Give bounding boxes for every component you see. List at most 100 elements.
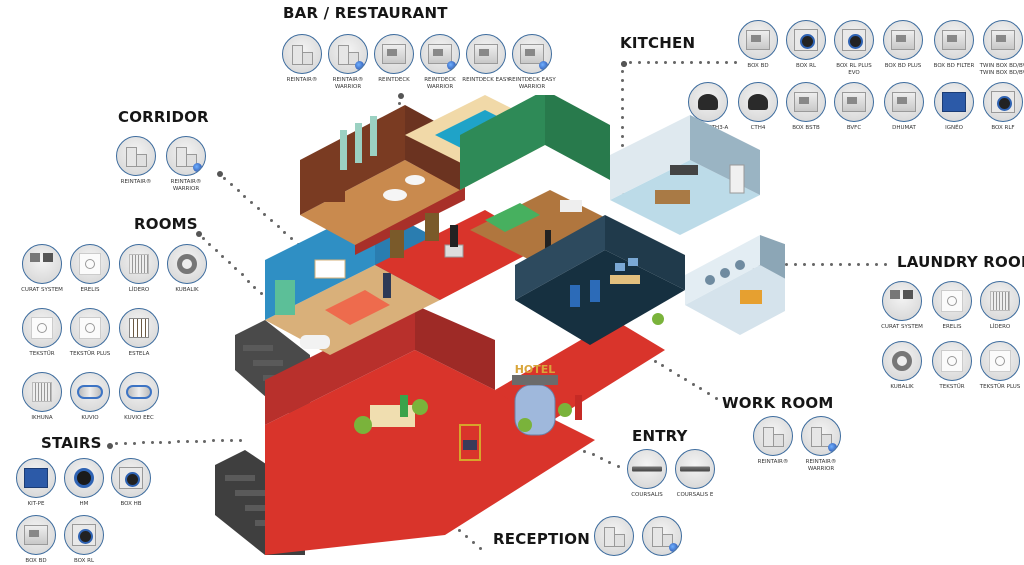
product-item[interactable]: KUVIO EEC: [115, 372, 163, 422]
product-thumbnail[interactable]: [932, 341, 972, 381]
connector-dot: [238, 438, 242, 442]
product-thumbnail[interactable]: [934, 82, 974, 122]
product-item[interactable]: BOX RLF: [979, 82, 1024, 132]
product-item[interactable]: ERELIS: [66, 244, 114, 294]
product-thumbnail[interactable]: [675, 449, 715, 489]
product-thumbnail[interactable]: [22, 308, 62, 348]
product-thumbnail[interactable]: [934, 20, 974, 60]
product-label: TEKSTÜR: [939, 384, 965, 390]
product-item[interactable]: COURSALIS: [623, 449, 671, 499]
product-item[interactable]: [590, 516, 638, 559]
product-thumbnail[interactable]: [688, 82, 728, 122]
product-thumbnail[interactable]: [70, 372, 110, 412]
product-thumbnail[interactable]: [753, 416, 793, 456]
product-thumbnail[interactable]: [627, 449, 667, 489]
product-item[interactable]: ESTELA: [115, 308, 163, 358]
product-item[interactable]: TEKSTÜR: [928, 341, 976, 391]
product-item[interactable]: BOX RL PLUS EVO: [830, 20, 878, 76]
product-thumbnail[interactable]: [420, 34, 460, 74]
product-item[interactable]: IKHUNA: [18, 372, 66, 422]
product-thumbnail[interactable]: [16, 515, 56, 555]
product-item[interactable]: BOX HB: [107, 458, 155, 508]
product-item[interactable]: BOX BD FILTER: [930, 20, 978, 70]
product-item[interactable]: HM: [60, 458, 108, 508]
product-thumbnail[interactable]: [834, 20, 874, 60]
product-item[interactable]: TEKSTÜR PLUS: [976, 341, 1024, 391]
product-thumbnail[interactable]: [64, 515, 104, 555]
product-item[interactable]: LÍDERO: [976, 281, 1024, 331]
product-item[interactable]: TEKSTÜR: [18, 308, 66, 358]
product-thumbnail[interactable]: [884, 82, 924, 122]
product-item[interactable]: [638, 516, 686, 559]
product-item[interactable]: REINTAIR® WARRIOR: [324, 34, 372, 90]
product-thumbnail[interactable]: [70, 308, 110, 348]
entry-title: ENTRY: [632, 427, 688, 445]
product-thumbnail[interactable]: [119, 372, 159, 412]
product-thumbnail[interactable]: [466, 34, 506, 74]
product-thumbnail[interactable]: [166, 136, 206, 176]
product-item[interactable]: CURAT SYSTEM: [878, 281, 926, 331]
product-thumbnail[interactable]: [167, 244, 207, 284]
product-item[interactable]: LÍDERO: [115, 244, 163, 294]
product-item[interactable]: REINTDECK WARRIOR: [416, 34, 464, 90]
product-thumbnail[interactable]: [116, 136, 156, 176]
product-thumbnail[interactable]: [980, 341, 1020, 381]
product-item[interactable]: BOX BD: [12, 515, 60, 565]
product-item[interactable]: COURSALIS E: [671, 449, 719, 499]
product-thumbnail[interactable]: [883, 20, 923, 60]
product-item[interactable]: REINTAIR®: [749, 416, 797, 466]
product-thumbnail[interactable]: [983, 20, 1023, 60]
product-item[interactable]: ERELIS: [928, 281, 976, 331]
product-thumbnail[interactable]: [282, 34, 322, 74]
product-item[interactable]: KUBALIK: [878, 341, 926, 391]
product-thumbnail[interactable]: [594, 516, 634, 556]
product-item[interactable]: BOX BSTB: [782, 82, 830, 132]
product-thumbnail[interactable]: [16, 458, 56, 498]
product-thumbnail[interactable]: [932, 281, 972, 321]
product-item[interactable]: KIT-PE: [12, 458, 60, 508]
product-item[interactable]: BOX RL: [782, 20, 830, 70]
product-thumbnail[interactable]: [512, 34, 552, 74]
product-item[interactable]: BOX RL: [60, 515, 108, 565]
product-thumbnail[interactable]: [70, 244, 110, 284]
product-thumbnail[interactable]: [980, 281, 1020, 321]
product-item[interactable]: BOX BD PLUS: [879, 20, 927, 70]
product-item[interactable]: BOX BD: [734, 20, 782, 70]
product-thumbnail[interactable]: [882, 281, 922, 321]
product-item[interactable]: REINTAIR®: [278, 34, 326, 84]
product-thumbnail[interactable]: [983, 82, 1023, 122]
product-thumbnail[interactable]: [328, 34, 368, 74]
product-thumbnail[interactable]: [801, 416, 841, 456]
product-thumbnail[interactable]: [642, 516, 682, 556]
product-thumbnail[interactable]: [22, 244, 62, 284]
product-thumbnail[interactable]: [119, 244, 159, 284]
product-thumbnail[interactable]: [22, 372, 62, 412]
product-item[interactable]: DHUMAT: [880, 82, 928, 132]
product-thumbnail[interactable]: [111, 458, 151, 498]
connector-dot: [141, 441, 145, 445]
product-item[interactable]: CTH4: [734, 82, 782, 132]
connector-dot: [249, 200, 253, 204]
product-item[interactable]: BVFC: [830, 82, 878, 132]
product-item[interactable]: REINTDECK EASY WARRIOR: [508, 34, 556, 90]
product-item[interactable]: REINTDECK: [370, 34, 418, 84]
product-thumbnail[interactable]: [738, 82, 778, 122]
product-item[interactable]: TEKSTÜR PLUS: [66, 308, 114, 358]
product-item[interactable]: CURAT SYSTEM: [18, 244, 66, 294]
product-thumbnail[interactable]: [374, 34, 414, 74]
product-item[interactable]: KUVIO: [66, 372, 114, 422]
product-thumbnail[interactable]: [738, 20, 778, 60]
product-item[interactable]: KUBALIK: [163, 244, 211, 294]
product-thumbnail[interactable]: [882, 341, 922, 381]
product-item[interactable]: REINTAIR® WARRIOR: [797, 416, 845, 472]
product-item[interactable]: REINTDECK EASY: [462, 34, 510, 84]
product-item[interactable]: TWIN BOX BD/BV TWIN BOX BD/BV: [979, 20, 1024, 76]
product-thumbnail[interactable]: [786, 20, 826, 60]
product-item[interactable]: IGNÉO: [930, 82, 978, 132]
product-thumbnail[interactable]: [834, 82, 874, 122]
product-thumbnail[interactable]: [119, 308, 159, 348]
product-thumbnail[interactable]: [786, 82, 826, 122]
product-item[interactable]: REINTAIR®: [112, 136, 160, 186]
product-thumbnail[interactable]: [64, 458, 104, 498]
product-item[interactable]: REINTAIR® WARRIOR: [162, 136, 210, 192]
